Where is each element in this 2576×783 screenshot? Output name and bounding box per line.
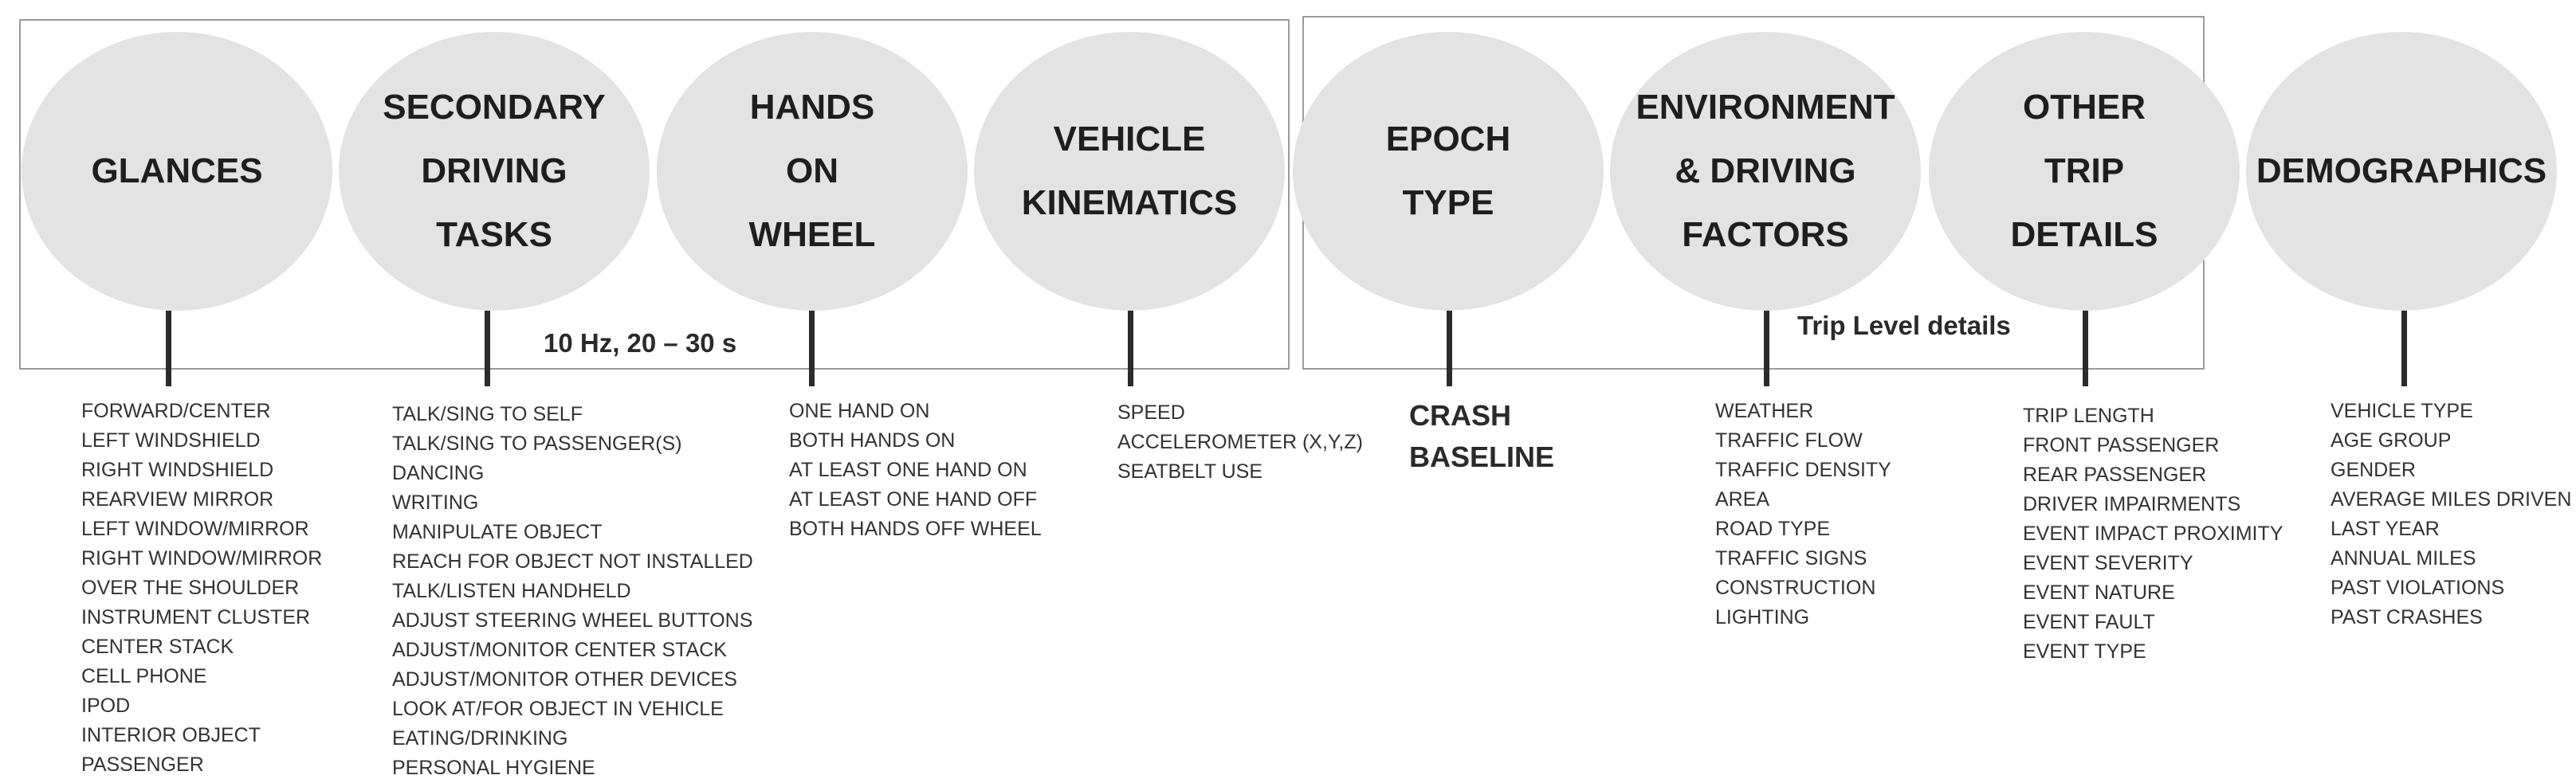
group-box-event-level (19, 19, 1290, 370)
list-item: DANCING (392, 462, 485, 484)
list-item: EVENT IMPACT PROXIMITY (2023, 523, 2283, 545)
list-item: CONSTRUCTION (1715, 577, 1876, 599)
list-item: ONE HAND ON (789, 400, 930, 422)
glances-title: GLANCES (91, 151, 263, 190)
list-item: REACH FOR OBJECT NOT INSTALLED (392, 550, 753, 573)
list-item: ANNUAL MILES (2331, 547, 2476, 570)
list-item: EVENT SEVERITY (2023, 552, 2193, 574)
list-item: CENTER STACK (81, 636, 234, 658)
list-item: DRIVER IMPAIRMENTS (2023, 493, 2241, 515)
hands-on-wheel-title: HANDS ON WHEEL (748, 88, 876, 254)
demographics-circle: DEMOGRAPHICS (2246, 32, 2557, 311)
list-item: TALK/SING TO SELF (392, 403, 583, 425)
epoch-type-circle: EPOCH TYPE (1293, 32, 1604, 311)
list-item: RIGHT WINDSHIELD (81, 459, 274, 481)
list-item: GENDER (2331, 459, 2416, 481)
epoch-type-connector (1447, 311, 1452, 386)
list-item: REARVIEW MIRROR (81, 488, 274, 511)
list-item: ADJUST/MONITOR OTHER DEVICES (392, 668, 737, 691)
list-item: TRAFFIC FLOW (1715, 429, 1863, 452)
other-trip-details-circle: OTHER TRIP DETAILS (1929, 32, 2240, 311)
list-item: RIGHT WINDOW/MIRROR (81, 547, 323, 570)
list-item: ADJUST STEERING WHEEL BUTTONS (392, 609, 753, 632)
list-item: VEHICLE TYPE (2331, 400, 2473, 422)
list-item: TRAFFIC DENSITY (1715, 459, 1891, 481)
secondary-driving-tasks-list: TALK/SING TO SELF TALK/SING TO PASSENGER(… (392, 400, 753, 783)
secondary-driving-tasks-circle: SECONDARY DRIVING TASKS (339, 32, 650, 311)
epoch-type-list: CRASH BASELINE (1409, 395, 1554, 478)
other-trip-details-title: OTHER TRIP DETAILS (2010, 88, 2158, 254)
list-item: EVENT NATURE (2023, 581, 2175, 604)
list-item: TRIP LENGTH (2023, 405, 2154, 427)
secondary-driving-tasks-connector (485, 311, 490, 386)
secondary-driving-tasks-title: SECONDARY DRIVING TASKS (383, 88, 606, 254)
list-item: AVERAGE MILES DRIVEN (2331, 488, 2572, 511)
list-item: ROAD TYPE (1715, 518, 1831, 540)
list-item: PASSENGER (81, 754, 204, 776)
glances-list: FORWARD/CENTER LEFT WINDSHIELD RIGHT WINDS… (81, 397, 322, 780)
other-trip-details-connector (2083, 311, 2088, 386)
list-item: CRASH (1409, 399, 1512, 432)
event-level-note: 10 Hz, 20 – 30 s (544, 328, 737, 358)
environment-driving-factors-circle: ENVIRONMENT & DRIVING FACTORS (1610, 32, 1921, 311)
vehicle-kinematics-circle: VEHICLE KINEMATICS (974, 32, 1285, 311)
list-item: BOTH HANDS ON (789, 429, 956, 452)
list-item: FORWARD/CENTER (81, 400, 271, 422)
hands-on-wheel-circle: HANDS ON WHEEL (657, 32, 968, 311)
vehicle-kinematics-title: VEHICLE KINEMATICS (1021, 119, 1238, 222)
list-item: BOTH HANDS OFF WHEEL (789, 518, 1042, 540)
list-item: MANIPULATE OBJECT (392, 521, 603, 543)
demographics-title: DEMOGRAPHICS (2256, 151, 2547, 190)
demographics-list: VEHICLE TYPE AGE GROUP GENDER AVERAGE MILES… (2331, 397, 2571, 632)
list-item: SEATBELT USE (1117, 460, 1263, 483)
glances-connector (166, 311, 171, 386)
epoch-type-title: EPOCH TYPE (1385, 119, 1511, 222)
glances-circle: GLANCES (22, 32, 332, 311)
list-item: LEFT WINDOW/MIRROR (81, 518, 309, 540)
trip-level-note: Trip Level details (1797, 311, 2011, 340)
list-item: PERSONAL HYGIENE (392, 757, 595, 779)
list-item: INSTRUMENT CLUSTER (81, 606, 311, 628)
list-item: EVENT TYPE (2023, 640, 2146, 663)
list-item: WRITING (392, 491, 479, 514)
list-item: INTERIOR OBJECT (81, 724, 261, 746)
list-item: TALK/SING TO PASSENGER(S) (392, 433, 682, 455)
list-item: AGE GROUP (2331, 429, 2452, 452)
list-item: REAR PASSENGER (2023, 464, 2207, 486)
hands-on-wheel-list: ONE HAND ON BOTH HANDS ON AT LEAST ONE HAN… (789, 397, 1042, 544)
environment-driving-factors-title: ENVIRONMENT & DRIVING FACTORS (1636, 88, 1895, 254)
list-item: CELL PHONE (81, 665, 207, 687)
list-item: AREA (1715, 488, 1770, 511)
list-item: EATING/DRINKING (392, 727, 568, 750)
list-item: PAST VIOLATIONS (2331, 577, 2505, 599)
hands-on-wheel-connector (809, 311, 815, 386)
list-item: IPOD (81, 695, 131, 717)
list-item: LIGHTING (1715, 606, 1810, 628)
other-trip-details-list: TRIP LENGTH FRONT PASSENGER REAR PASSENGER… (2023, 401, 2283, 667)
environment-driving-factors-list: WEATHER TRAFFIC FLOW TRAFFIC DENSITY AREA RO… (1715, 397, 1891, 632)
list-item: ACCELEROMETER (X,Y,Z) (1117, 431, 1363, 453)
list-item: BASELINE (1409, 440, 1555, 473)
list-item: LAST YEAR (2331, 518, 2440, 540)
list-item: AT LEAST ONE HAND ON (789, 459, 1027, 481)
vehicle-kinematics-list: SPEED ACCELEROMETER (X,Y,Z) SEATBELT USE (1117, 398, 1363, 487)
list-item: LEFT WINDSHIELD (81, 429, 261, 452)
demographics-connector (2401, 311, 2407, 386)
list-item: FRONT PASSENGER (2023, 434, 2220, 456)
list-item: WEATHER (1715, 400, 1814, 422)
vehicle-kinematics-connector (1128, 311, 1133, 386)
list-item: OVER THE SHOULDER (81, 577, 300, 599)
list-item: AT LEAST ONE HAND OFF (789, 488, 1038, 511)
list-item: LOOK AT/FOR OBJECT IN VEHICLE (392, 698, 724, 720)
list-item: ADJUST/MONITOR CENTER STACK (392, 639, 727, 661)
list-item: TALK/LISTEN HANDHELD (392, 580, 631, 602)
list-item: SPEED (1117, 401, 1185, 424)
environment-driving-factors-connector (1764, 311, 1769, 386)
list-item: PAST CRASHES (2331, 606, 2483, 628)
list-item: TRAFFIC SIGNS (1715, 547, 1867, 570)
list-item: EVENT FAULT (2023, 611, 2155, 633)
